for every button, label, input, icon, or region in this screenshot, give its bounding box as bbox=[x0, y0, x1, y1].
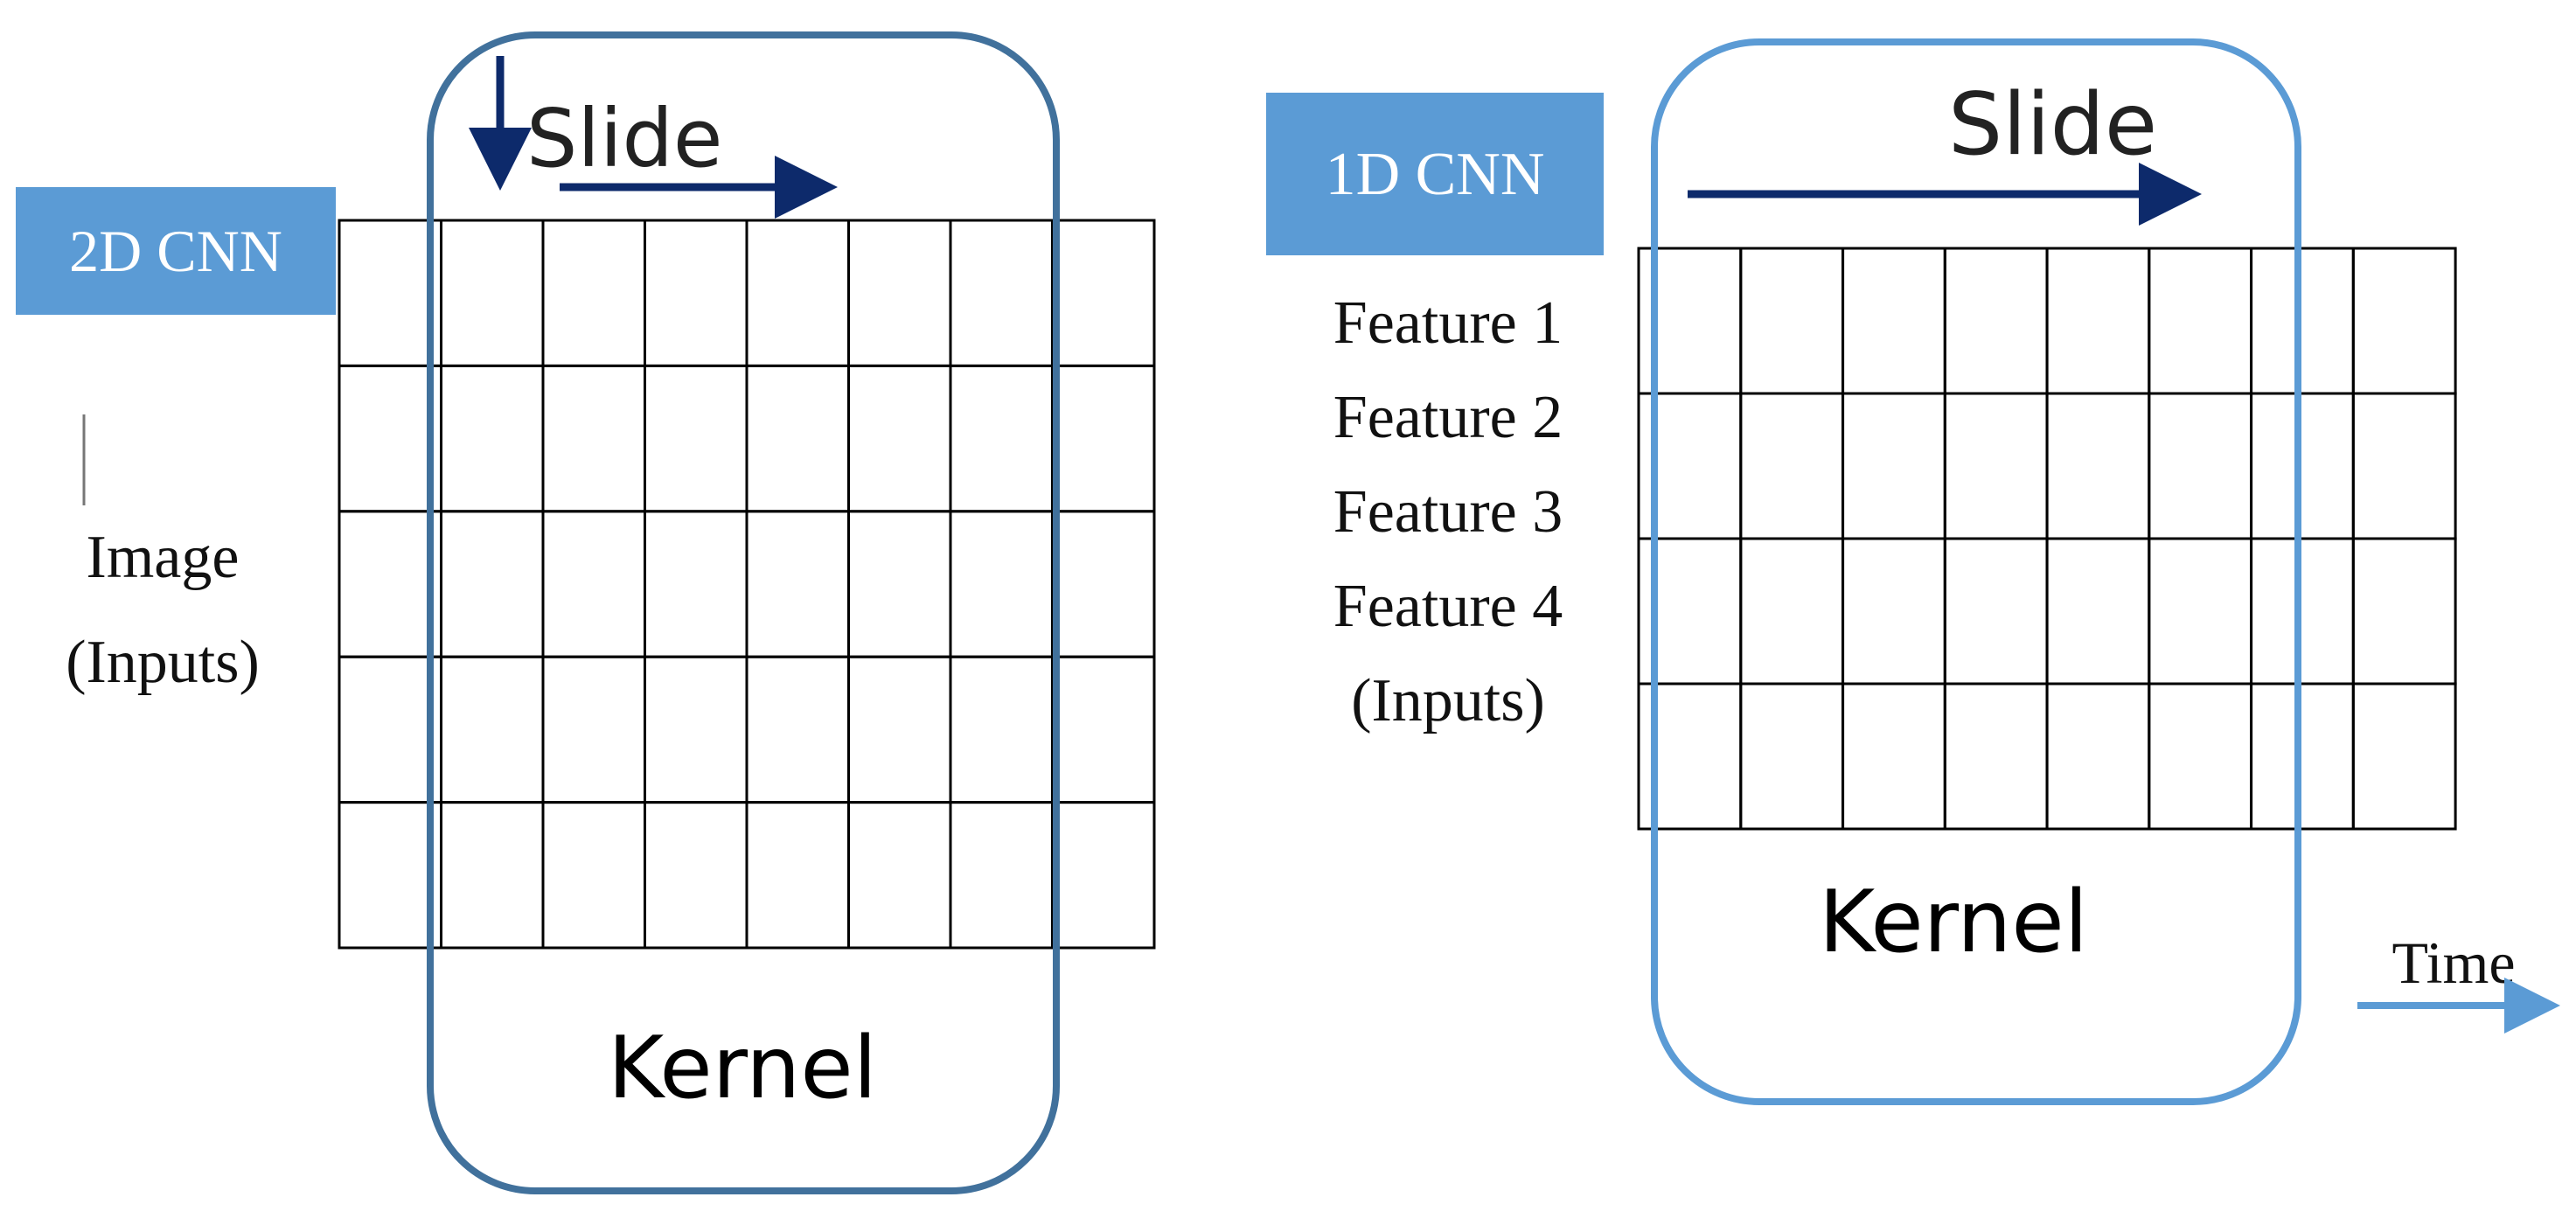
grid-2d-cell-r5-c2 bbox=[440, 801, 545, 950]
grid-1d-cell-r4-c6 bbox=[2148, 682, 2253, 831]
grid-2d-cell-r2-c3 bbox=[541, 364, 646, 513]
grid-1d-cell-r4-c7 bbox=[2250, 682, 2355, 831]
grid-2d-cell-r5-c6 bbox=[847, 801, 952, 950]
kernel-label-1d: Kernel bbox=[1819, 873, 2088, 972]
grid-1d-cell-r2-c4 bbox=[1943, 392, 2049, 540]
grid-1d-cell-r4-c5 bbox=[2045, 682, 2151, 831]
grid-2d-cell-r1-c6 bbox=[847, 219, 952, 367]
badge-1d-cnn bbox=[1266, 93, 1604, 255]
grid-1d-cell-r3-c7 bbox=[2250, 537, 2355, 686]
grid-2d-cell-r2-c8 bbox=[1051, 364, 1156, 513]
grid-2d-cell-r1-c2 bbox=[440, 219, 545, 367]
grid-2d-cell-r2-c2 bbox=[440, 364, 545, 513]
grid-1d-cell-r2-c3 bbox=[1841, 392, 1946, 540]
grid-2d-cell-r5-c4 bbox=[644, 801, 748, 950]
grid-2d-cell-r3-c5 bbox=[745, 510, 850, 658]
grid-1d-cell-r1-c2 bbox=[1739, 247, 1845, 395]
grid-2d-cell-r1-c7 bbox=[949, 219, 1054, 367]
grid-2d-cell-r1-c3 bbox=[541, 219, 646, 367]
kernel-label-2d: Kernel bbox=[608, 1019, 877, 1118]
feature-4-label: Feature 4 bbox=[1333, 573, 1563, 640]
grid-2d-cell-r3-c8 bbox=[1051, 510, 1156, 658]
grid-2d-cell-r3-c7 bbox=[949, 510, 1054, 658]
grid-2d-cell-r3-c1 bbox=[338, 510, 442, 658]
grid-2d-cell-r1-c4 bbox=[644, 219, 748, 367]
feature-3-label: Feature 3 bbox=[1333, 478, 1563, 546]
grid-2d-cell-r5-c3 bbox=[541, 801, 646, 950]
slide-label-1d: Slide bbox=[1948, 75, 2157, 175]
grid-1d-cell-r3-c6 bbox=[2148, 537, 2253, 686]
badge-2d-cnn-label: 2D CNN bbox=[69, 218, 282, 284]
grid-2d-cell-r2-c6 bbox=[847, 364, 952, 513]
grid-2d-cell-r3-c3 bbox=[541, 510, 646, 658]
grid-1d-cell-r3-c8 bbox=[2351, 537, 2457, 686]
grid-1d-cell-r1-c3 bbox=[1841, 247, 1946, 395]
kernel-frame-2d bbox=[427, 31, 1060, 1194]
grid-2d-cell-r3-c2 bbox=[440, 510, 545, 658]
grid-1d-cell-r1-c7 bbox=[2250, 247, 2355, 395]
grid-2d-cell-r3-c6 bbox=[847, 510, 952, 658]
image-label: Image bbox=[87, 524, 240, 591]
grid-1d-cell-r4-c4 bbox=[1943, 682, 2049, 831]
time-label: Time bbox=[2392, 929, 2515, 996]
grid-2d-cell-r4-c5 bbox=[745, 655, 850, 804]
kernel-frame-1d bbox=[1651, 38, 2301, 1105]
grid-1d-cell-r1-c5 bbox=[2045, 247, 2151, 395]
panel-2d-cnn: 2D CNN Slide Image (Inputs) Kernel bbox=[16, 31, 1156, 1194]
grid-2d-cell-r2-c5 bbox=[745, 364, 850, 513]
badge-1d-cnn-label: 1D CNN bbox=[1326, 141, 1545, 208]
grid-2d-cell-r4-c1 bbox=[338, 655, 442, 804]
grid-1d-cell-r2-c7 bbox=[2250, 392, 2355, 540]
grid-1d-cell-r2-c6 bbox=[2148, 392, 2253, 540]
inputs-label-1d: (Inputs) bbox=[1351, 667, 1545, 734]
grid-1d-cell-r1-c8 bbox=[2351, 247, 2457, 395]
grid-2d-cell-r4-c8 bbox=[1051, 655, 1156, 804]
grid-1d-cell-r3-c4 bbox=[1943, 537, 2049, 686]
grid-1d-cell-r4-c3 bbox=[1841, 682, 1946, 831]
grid-2d-cell-r2-c4 bbox=[644, 364, 748, 513]
grid-2d-cell-r4-c4 bbox=[644, 655, 748, 804]
grid-1d-cell-r3-c2 bbox=[1739, 537, 1845, 686]
grid-2d-cell-r5-c1 bbox=[338, 801, 442, 950]
grid-2d-cell-r5-c5 bbox=[745, 801, 850, 950]
grid-2d-cell-r1-c8 bbox=[1051, 219, 1156, 367]
input-grid-2d bbox=[338, 219, 1156, 950]
inputs-label-2d: (Inputs) bbox=[66, 629, 260, 696]
panel-1d-cnn: 1D CNN Slide Feature 1 Feature 2 Feature… bbox=[1266, 38, 2560, 1105]
grid-2d-cell-r5-c7 bbox=[949, 801, 1054, 950]
grid-2d-cell-r4-c2 bbox=[440, 655, 545, 804]
grid-1d-cell-r3-c3 bbox=[1841, 537, 1946, 686]
feature-1-label: Feature 1 bbox=[1333, 289, 1563, 357]
grid-2d-cell-r3-c4 bbox=[644, 510, 748, 658]
grid-2d-cell-r1-c1 bbox=[338, 219, 442, 367]
grid-1d-cell-r4-c8 bbox=[2351, 682, 2457, 831]
feature-2-label: Feature 2 bbox=[1333, 384, 1563, 451]
grid-2d-cell-r2-c1 bbox=[338, 364, 442, 513]
badge-2d-cnn bbox=[16, 187, 336, 315]
grid-2d-cell-r4-c7 bbox=[949, 655, 1054, 804]
input-grid-1d bbox=[1637, 247, 2457, 831]
grid-1d-cell-r4-c2 bbox=[1739, 682, 1845, 831]
grid-1d-cell-r2-c5 bbox=[2045, 392, 2151, 540]
grid-2d-cell-r1-c5 bbox=[745, 219, 850, 367]
grid-1d-cell-r1-c4 bbox=[1943, 247, 2049, 395]
grid-2d-cell-r4-c3 bbox=[541, 655, 646, 804]
slide-label-2d: Slide bbox=[526, 92, 723, 185]
grid-1d-cell-r1-c6 bbox=[2148, 247, 2253, 395]
grid-2d-cell-r4-c6 bbox=[847, 655, 952, 804]
grid-1d-cell-r2-c2 bbox=[1739, 392, 1845, 540]
grid-1d-cell-r2-c8 bbox=[2351, 392, 2457, 540]
grid-1d-cell-r3-c5 bbox=[2045, 537, 2151, 686]
grid-2d-cell-r2-c7 bbox=[949, 364, 1054, 513]
grid-2d-cell-r5-c8 bbox=[1051, 801, 1156, 950]
